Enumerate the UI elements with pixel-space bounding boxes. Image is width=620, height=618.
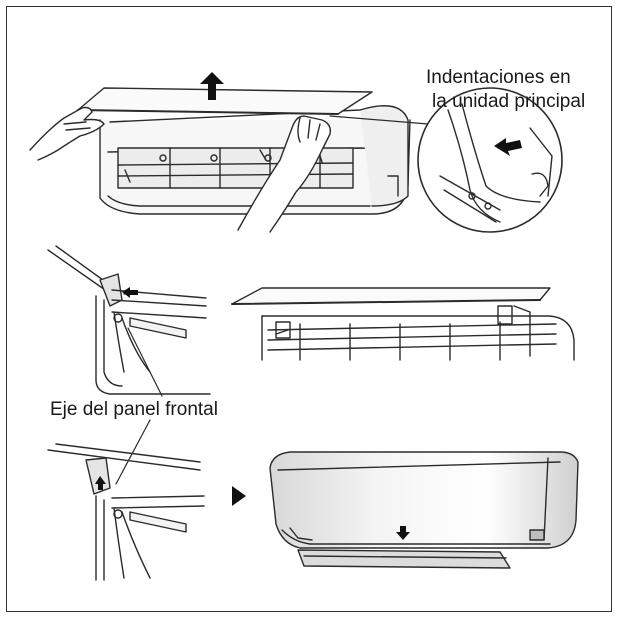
indoor-unit-closed (269, 451, 579, 569)
small-left-arrow-icon (122, 287, 138, 298)
right-hand-illustration (237, 115, 332, 233)
axis-closeup-bottom (47, 443, 205, 581)
left-arrow-icon (494, 138, 522, 156)
axis-closeup-top (47, 245, 211, 395)
indoor-unit-open (99, 105, 411, 215)
magnified-indentation-view (417, 87, 563, 233)
front-panel-axis-label: Eje del panel frontal (50, 399, 218, 420)
left-hand-illustration (29, 106, 105, 161)
play-arrow-icon (232, 486, 246, 506)
indentations-label-line1: Indentaciones en (426, 67, 571, 88)
indentations-label-line2: la unidad principal (432, 91, 586, 112)
small-up-arrow-icon (95, 476, 106, 490)
small-down-arrow-icon (396, 526, 410, 540)
front-panel-lowering (231, 287, 575, 361)
up-arrow-icon (200, 72, 224, 100)
